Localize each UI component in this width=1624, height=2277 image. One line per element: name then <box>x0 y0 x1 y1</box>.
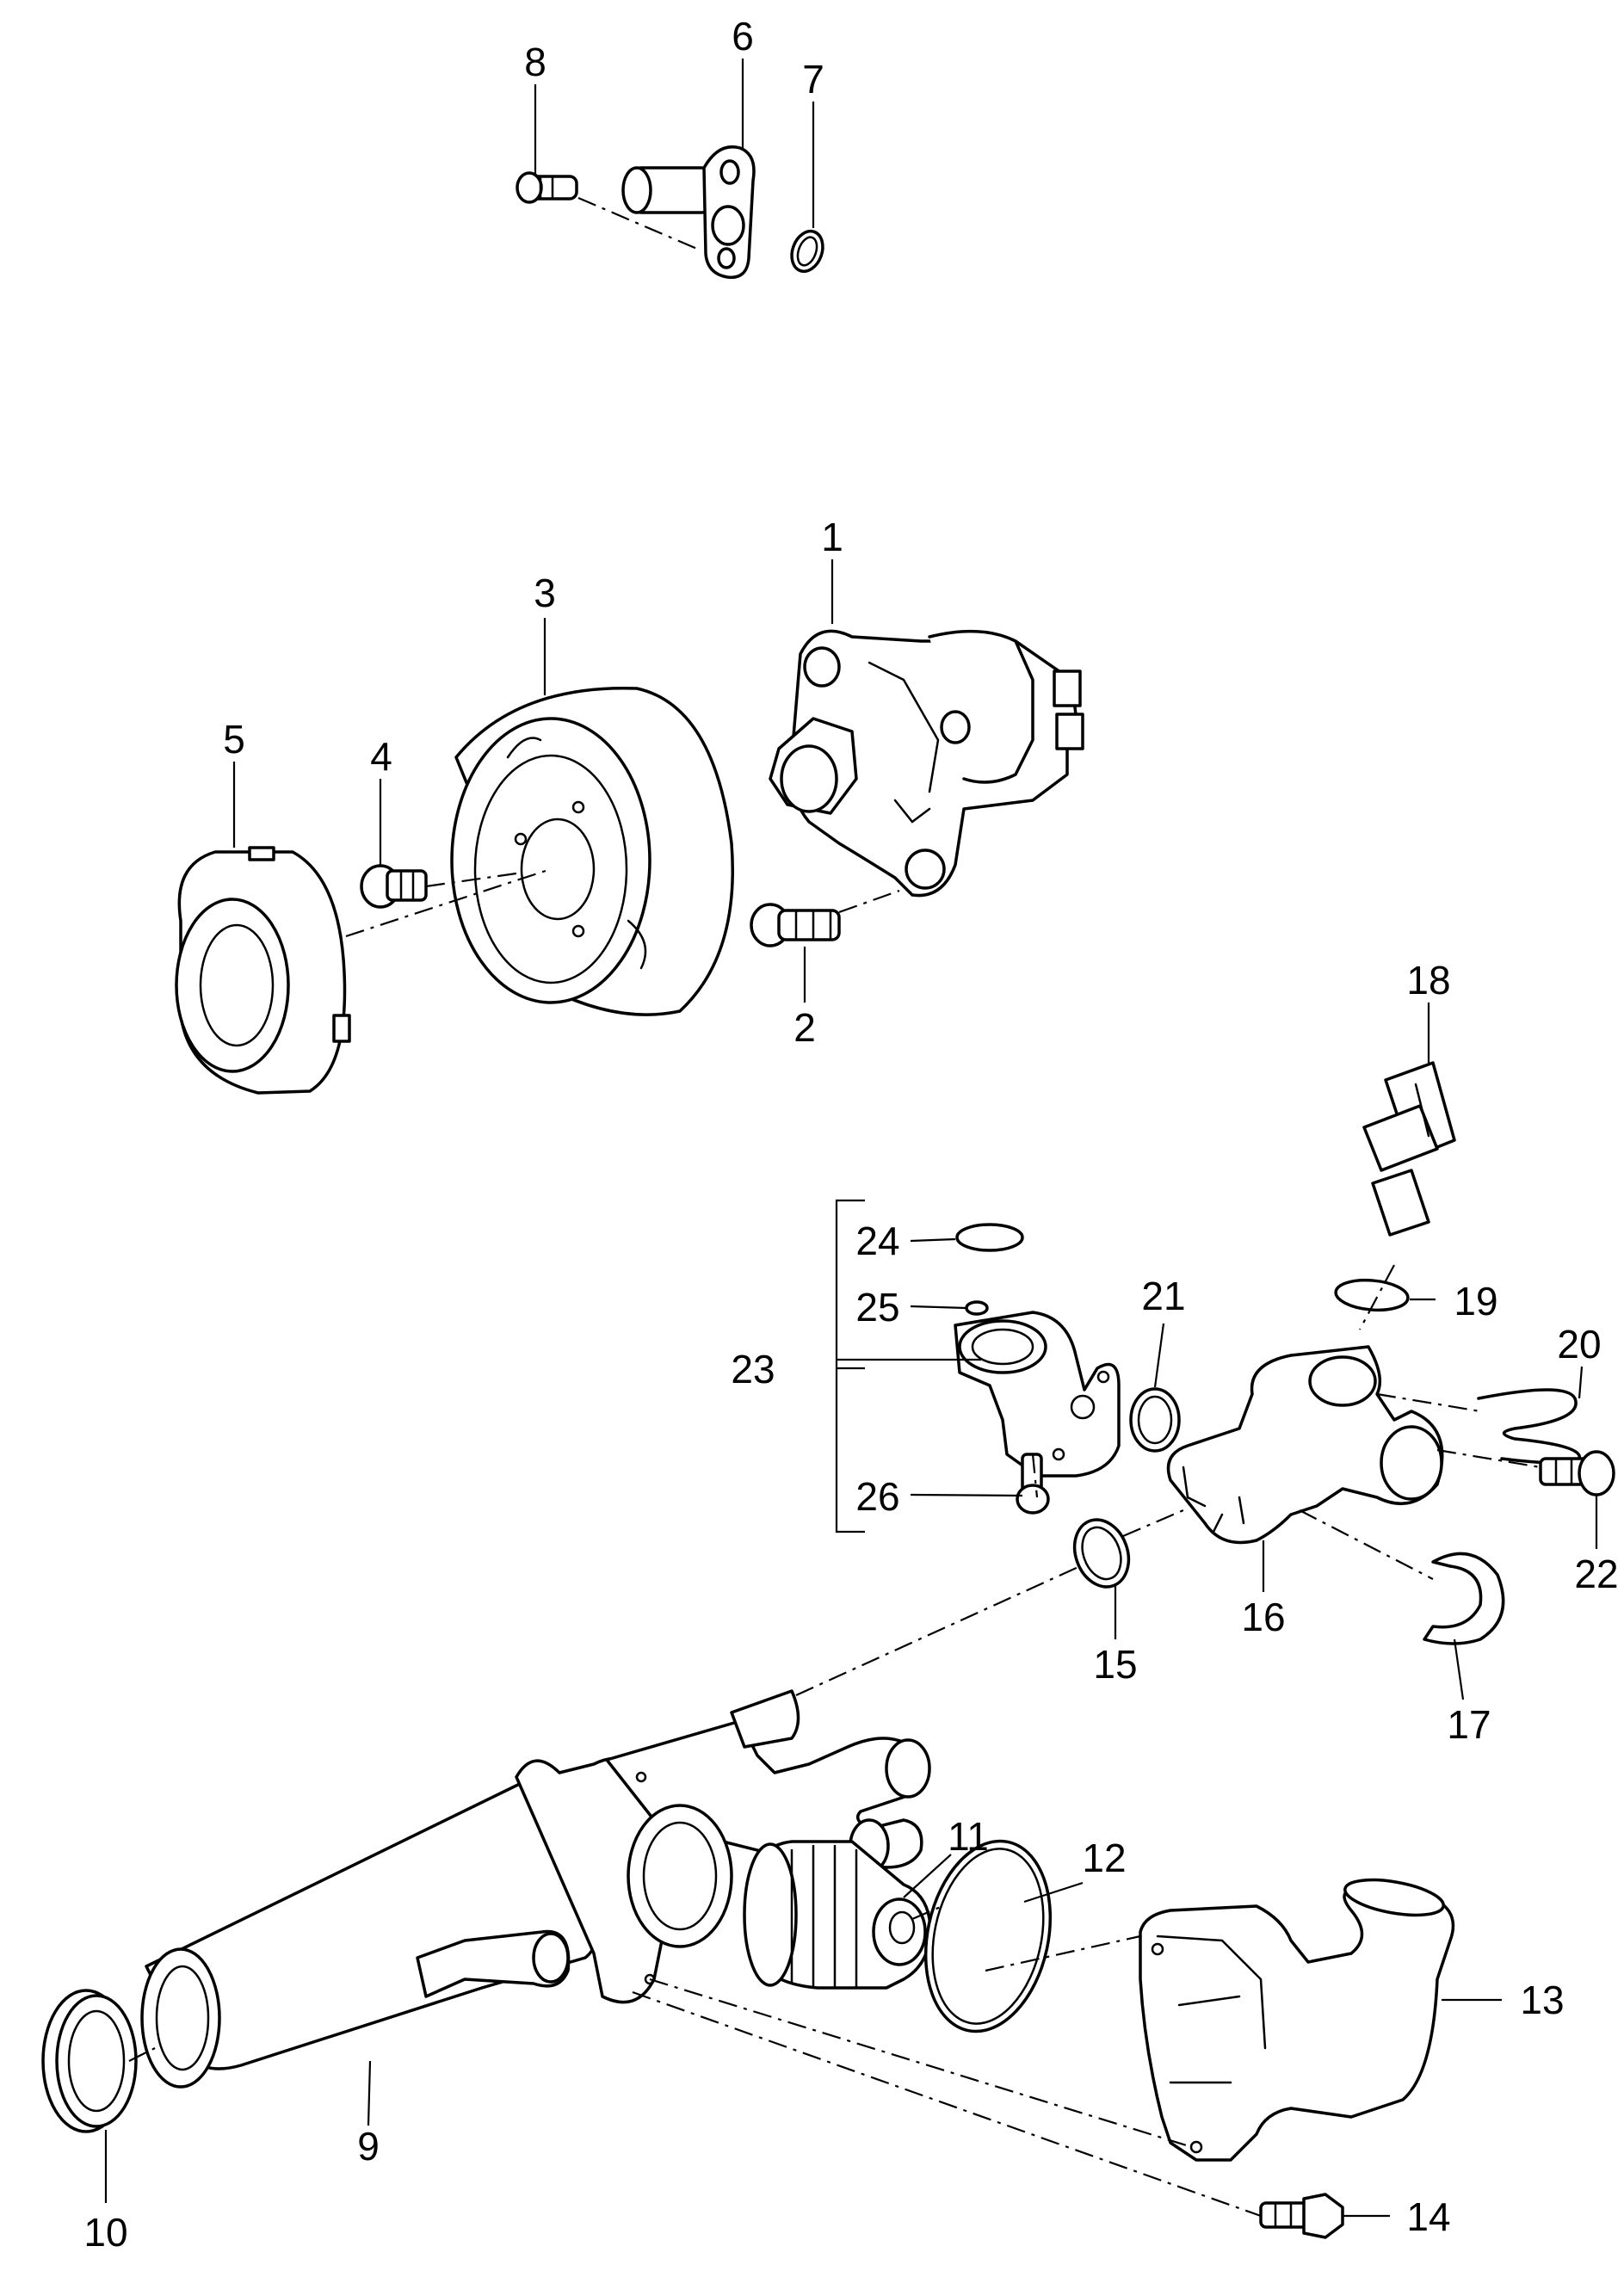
callout-16: 16 <box>1241 1595 1285 1639</box>
callout-12: 12 <box>1082 1836 1126 1880</box>
part-1-water-pump <box>769 629 1084 898</box>
part-22-bolt <box>1539 1450 1615 1496</box>
callout-4: 4 <box>370 734 392 779</box>
callout-3: 3 <box>534 571 556 615</box>
callout-13: 13 <box>1520 1978 1564 2022</box>
part-13-outlet-elbow <box>1139 1878 1455 2162</box>
part-26-screw <box>1016 1453 1050 1515</box>
callout-19: 19 <box>1454 1279 1497 1324</box>
callout-26: 26 <box>855 1474 899 1519</box>
callout-21: 21 <box>1141 1274 1185 1318</box>
part-23-thermostat-housing <box>954 1311 1121 1478</box>
callout-22: 22 <box>1574 1552 1618 1596</box>
callout-15: 15 <box>1093 1642 1137 1687</box>
callout-20: 20 <box>1557 1322 1601 1367</box>
callout-24: 24 <box>855 1219 899 1263</box>
callout-8: 8 <box>524 40 546 84</box>
part-4-bolt <box>360 864 428 909</box>
callout-10: 10 <box>83 2210 127 2255</box>
callout-7: 7 <box>802 57 824 102</box>
part-15-o-ring <box>1072 1518 1131 1589</box>
part-9-coolant-pipe-housing <box>140 1689 931 2089</box>
callout-6: 6 <box>732 14 754 59</box>
callout-numbers: 8 6 7 1 3 4 5 2 18 24 25 23 26 21 19 20 … <box>83 14 1618 2255</box>
part-2-bolt <box>750 903 841 947</box>
part-11-thermostat <box>743 1840 932 1990</box>
part-25-small-o-ring <box>965 1300 989 1316</box>
part-14-bolt <box>1259 2193 1344 2239</box>
callout-23: 23 <box>731 1347 775 1392</box>
part-18-temperature-sensor <box>1362 1061 1456 1237</box>
part-6-pipe-flange <box>621 145 756 280</box>
callout-5: 5 <box>223 717 245 762</box>
part-10-seal-ring <box>41 1989 138 2133</box>
part-20-clip <box>1477 1388 1581 1465</box>
callout-14: 14 <box>1406 2194 1450 2239</box>
part-3-pulley <box>450 686 734 1016</box>
part-12-o-ring <box>923 1839 1053 2033</box>
part-16-y-connector <box>1166 1345 1444 1545</box>
callout-1: 1 <box>821 515 843 559</box>
part-21-o-ring <box>1129 1387 1181 1453</box>
part-17-spring-clip <box>1423 1552 1505 1645</box>
callout-17: 17 <box>1447 1702 1491 1747</box>
callout-9: 9 <box>357 2124 380 2169</box>
leader-lines <box>104 59 1598 2218</box>
part-24-o-ring <box>955 1223 1024 1252</box>
part-8-screw <box>516 171 578 204</box>
part-7-o-ring <box>790 229 824 274</box>
callout-25: 25 <box>855 1285 899 1330</box>
callout-18: 18 <box>1406 958 1450 1003</box>
callout-11: 11 <box>948 1814 989 1859</box>
part-5-seal-ring <box>175 846 351 1095</box>
callout-2: 2 <box>793 1005 816 1050</box>
